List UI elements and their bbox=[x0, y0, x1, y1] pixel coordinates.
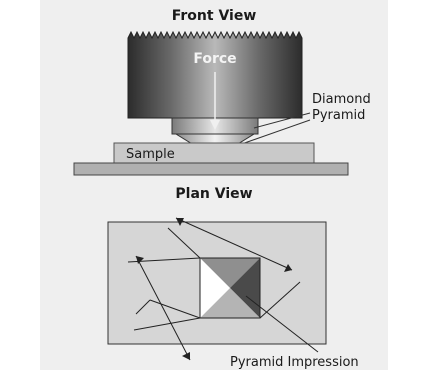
diamond-leader-upper bbox=[253, 112, 311, 129]
diamond-leader-lower bbox=[235, 119, 311, 147]
sample-label: Sample bbox=[126, 147, 175, 162]
plan-view-title: Plan View bbox=[175, 186, 252, 202]
impression-label: Pyramid Impression bbox=[230, 355, 359, 370]
base-plate bbox=[73, 162, 349, 176]
diamond-label-line2: Pyramid bbox=[312, 108, 365, 123]
dimension-arrowhead-4 bbox=[182, 352, 190, 360]
force-arrowhead bbox=[210, 120, 220, 130]
diamond-label-line1: Diamond bbox=[312, 92, 371, 107]
dimension-arrowhead-1 bbox=[176, 218, 184, 226]
front-view-title: Front View bbox=[172, 8, 257, 24]
pyramid-impression bbox=[199, 257, 261, 319]
dimension-arrowhead-2 bbox=[284, 264, 292, 272]
impression-leader bbox=[245, 295, 319, 353]
force-label: Force bbox=[193, 51, 236, 67]
dimension-arrowhead-3 bbox=[136, 256, 144, 264]
